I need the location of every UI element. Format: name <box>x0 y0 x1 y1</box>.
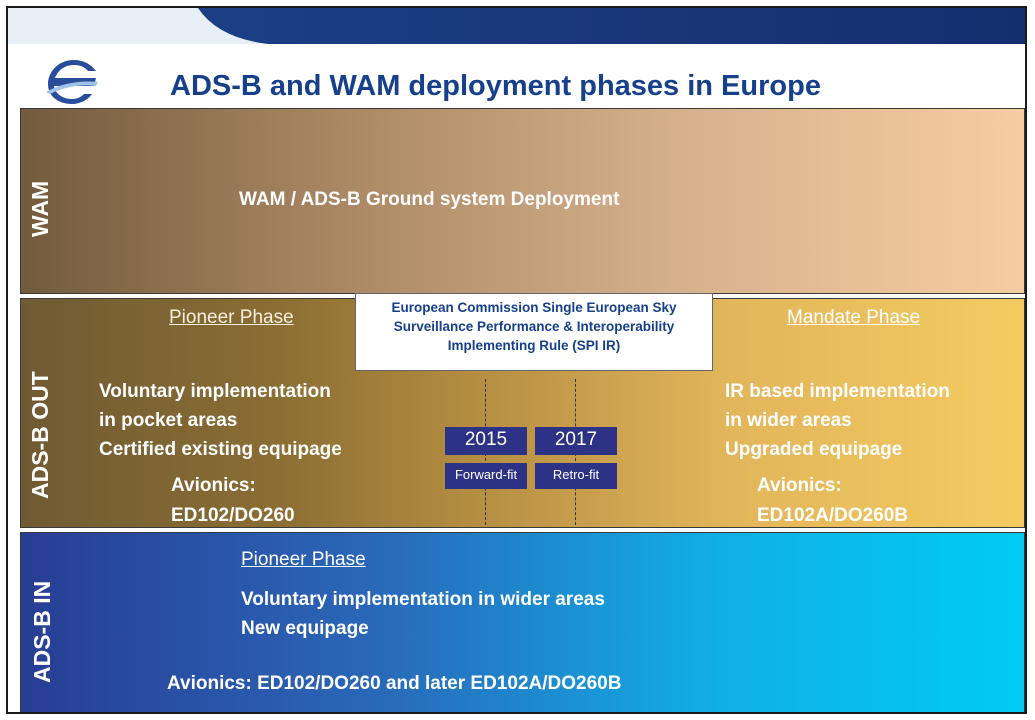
mandate-avionics: Avionics: ED102A/DO260B <box>757 471 908 531</box>
ads-b-out-label: ADS-B OUT <box>27 371 53 499</box>
avionics-line: ED102/DO260 <box>171 505 295 526</box>
eurocontrol-logo-icon <box>44 56 100 108</box>
spi-ir-line: Implementing Rule (SPI IR) <box>447 338 621 353</box>
mandate-phase-heading: Mandate Phase <box>787 307 921 328</box>
ads-b-in-band: ADS-B IN Pioneer Phase Voluntary impleme… <box>20 532 1025 712</box>
avionics-line: Avionics: <box>757 475 842 496</box>
ads-b-in-label: ADS-B IN <box>29 580 55 683</box>
ads-b-in-avionics: Avionics: ED102/DO260 and later ED102A/D… <box>167 673 622 694</box>
mandate-description: IR based implementation in wider areas U… <box>725 377 950 464</box>
milestone-2017-year: 2017 <box>535 427 617 455</box>
pioneer-avionics: Avionics: ED102/DO260 <box>171 471 295 531</box>
forward-fit-label: Forward-fit <box>445 463 527 489</box>
avionics-line: ED102A/DO260B <box>757 505 909 526</box>
description-line: Upgraded equipage <box>725 439 903 460</box>
spi-ir-line: Surveillance Performance & Interoperabil… <box>393 319 675 334</box>
wam-label: WAM <box>27 180 53 237</box>
wam-deployment-text: WAM / ADS-B Ground system Deployment <box>239 189 620 210</box>
ads-b-in-description: Voluntary implementation in wider areas … <box>241 585 605 643</box>
header-band <box>8 8 1025 44</box>
wam-band: WAM WAM / ADS-B Ground system Deployment <box>20 108 1025 294</box>
description-line: Certified existing equipage <box>99 439 342 460</box>
description-line: IR based implementation <box>725 381 950 402</box>
description-line: New equipage <box>241 618 369 639</box>
page-title: ADS-B and WAM deployment phases in Europ… <box>170 70 821 102</box>
description-line: in pocket areas <box>99 410 238 431</box>
pioneer-phase-in-heading: Pioneer Phase <box>241 549 366 570</box>
avionics-line: Avionics: <box>171 475 256 496</box>
retro-fit-label: Retro-fit <box>535 463 617 489</box>
description-line: in wider areas <box>725 410 852 431</box>
description-line: Voluntary implementation <box>99 381 331 402</box>
description-line: Voluntary implementation in wider areas <box>241 589 605 610</box>
milestone-2015-year: 2015 <box>445 427 527 455</box>
pioneer-description: Voluntary implementation in pocket areas… <box>99 377 342 464</box>
spi-ir-box: European Commission Single European Sky … <box>355 293 713 371</box>
ads-b-out-band: ADS-B OUT Pioneer Phase Mandate Phase Eu… <box>20 293 1025 531</box>
spi-ir-line: European Commission Single European Sky <box>391 300 677 315</box>
pioneer-phase-heading: Pioneer Phase <box>169 307 294 328</box>
slide-frame: ADS-B and WAM deployment phases in Europ… <box>6 6 1027 714</box>
